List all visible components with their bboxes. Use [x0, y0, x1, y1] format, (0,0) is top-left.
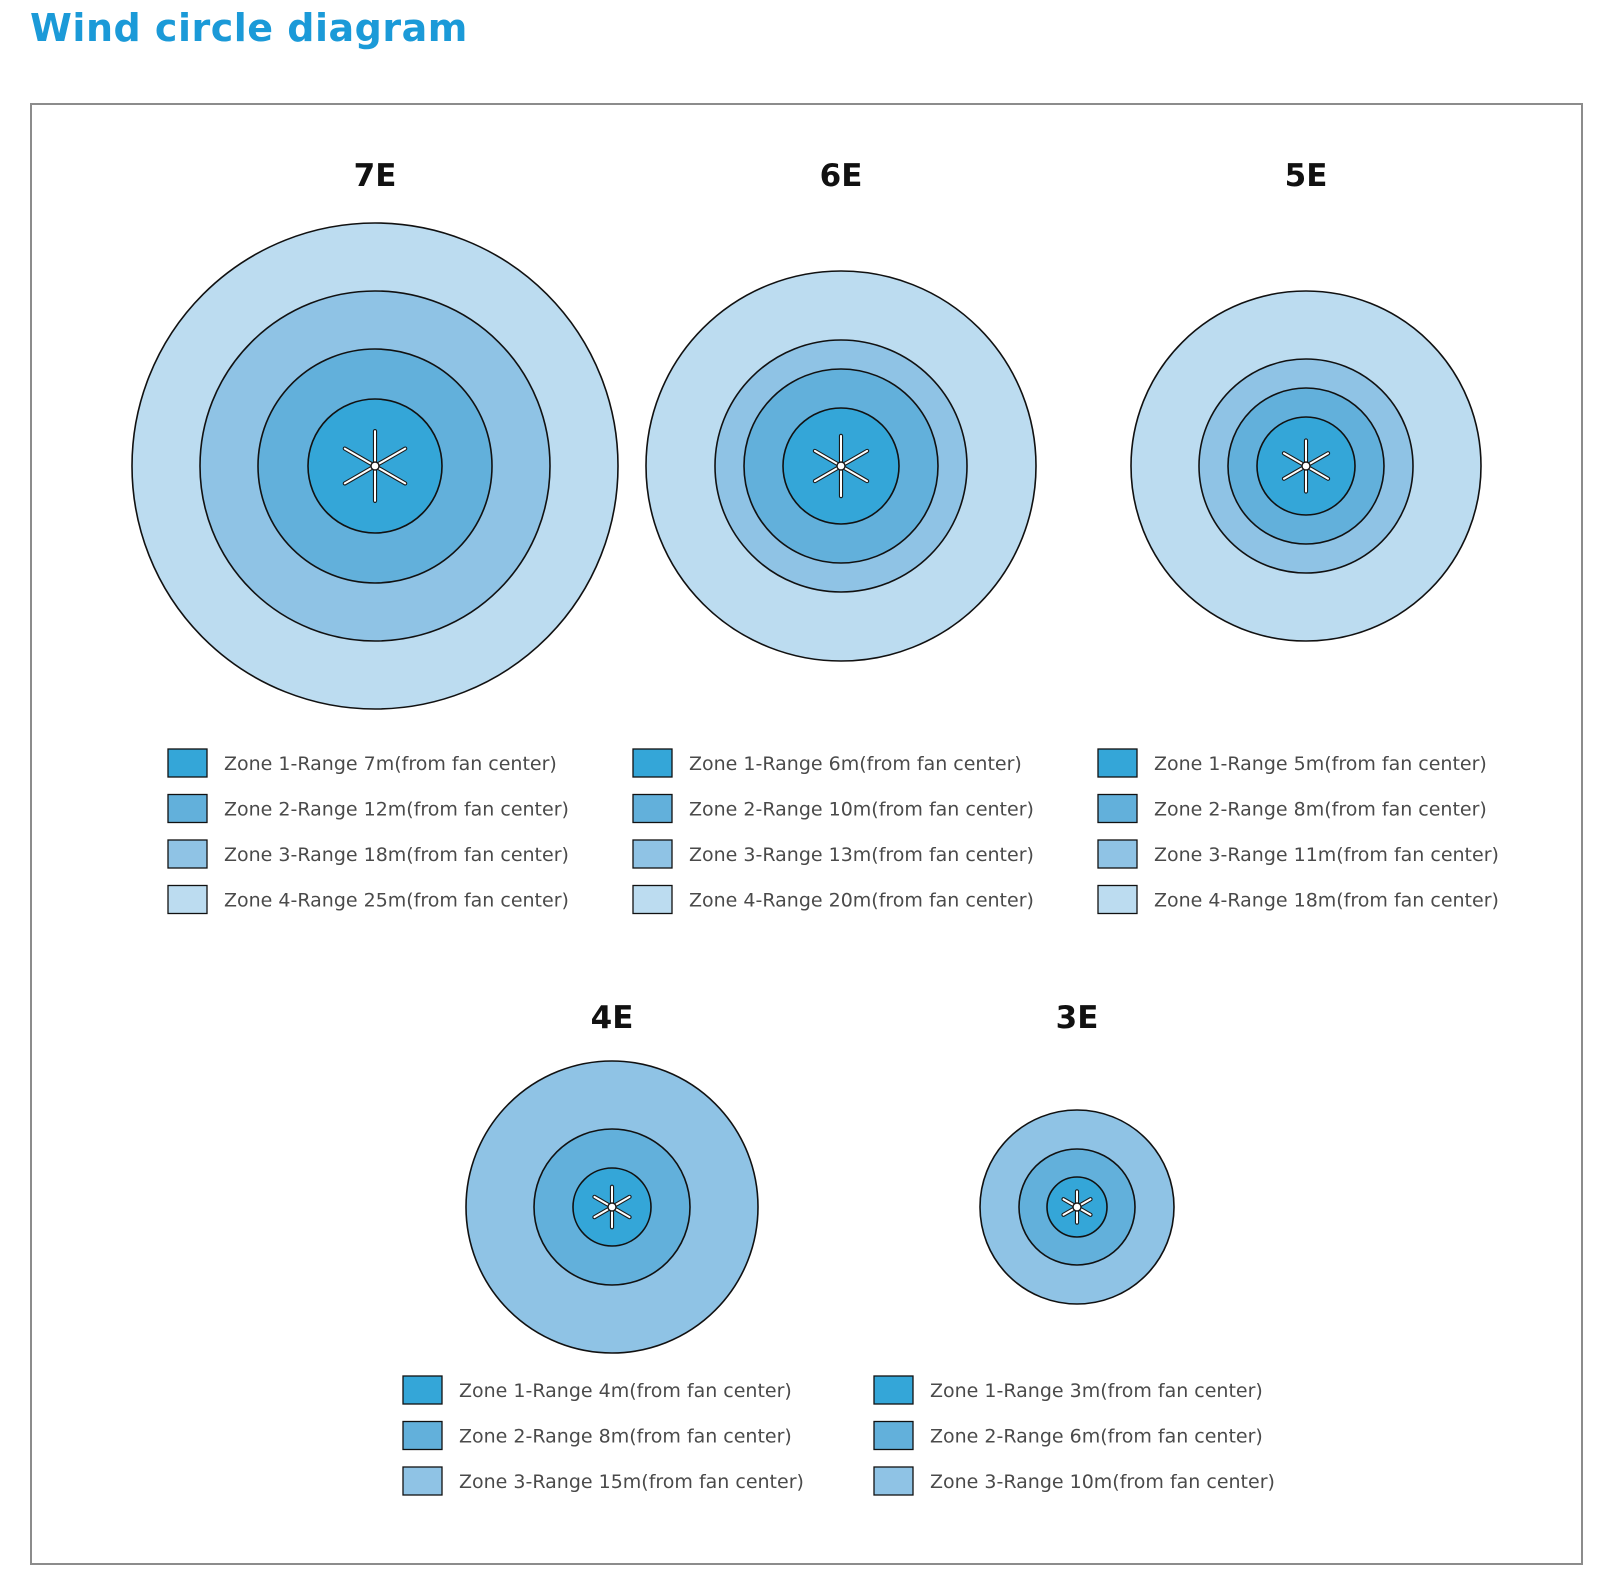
legend-label: Zone 4-Range 25m(from fan center) — [224, 890, 569, 912]
legend-swatch — [1097, 839, 1138, 869]
legend-swatch — [167, 839, 208, 869]
fan-icon — [1061, 1189, 1093, 1225]
legend-item: Zone 4-Range 20m(from fan center) — [632, 884, 1034, 915]
legend-label: Zone 2-Range 8m(from fan center) — [459, 1426, 792, 1448]
legend-item: Zone 2-Range 8m(from fan center) — [402, 1420, 792, 1451]
wind-circle-6e: 6E Zone 1-Range 6m(from fan center) Zone 2… — [632, 158, 1037, 915]
legend-5e: Zone 1-Range 5m(from fan center) Zone 2-R… — [1097, 748, 1499, 915]
fan-icon — [342, 429, 408, 503]
legend-label: Zone 4-Range 20m(from fan center) — [689, 890, 1034, 912]
fan-icon — [592, 1184, 632, 1230]
legend-swatch — [632, 884, 673, 915]
legend-item: Zone 1-Range 6m(from fan center) — [632, 748, 1022, 778]
legend-item: Zone 2-Range 10m(from fan center) — [632, 793, 1034, 824]
legend-label: Zone 3-Range 13m(from fan center) — [689, 844, 1034, 866]
legend-label: Zone 3-Range 10m(from fan center) — [930, 1471, 1275, 1493]
legend-item: Zone 3-Range 10m(from fan center) — [873, 1466, 1275, 1496]
legend-item: Zone 4-Range 18m(from fan center) — [1097, 884, 1499, 915]
model-label: 4E — [591, 1000, 634, 1036]
legend-item: Zone 3-Range 11m(from fan center) — [1097, 839, 1499, 869]
legend-label: Zone 4-Range 18m(from fan center) — [1154, 890, 1499, 912]
legend-label: Zone 3-Range 18m(from fan center) — [224, 844, 569, 866]
wind-circle-3e: 3E Zone 1-Range 3m(from fan center) Zone 2… — [873, 1000, 1275, 1496]
legend-swatch — [1097, 884, 1138, 915]
legend-swatch — [167, 884, 208, 915]
legend-item: Zone 4-Range 25m(from fan center) — [167, 884, 569, 915]
legend-label: Zone 3-Range 15m(from fan center) — [459, 1471, 804, 1493]
legend-swatch — [873, 1466, 914, 1496]
legend-6e: Zone 1-Range 6m(from fan center) Zone 2-R… — [632, 748, 1034, 915]
legend-3e: Zone 1-Range 3m(from fan center) Zone 2-R… — [873, 1375, 1275, 1496]
legend-item: Zone 3-Range 13m(from fan center) — [632, 839, 1034, 869]
fan-icon — [812, 433, 870, 499]
legend-7e: Zone 1-Range 7m(from fan center) Zone 2-R… — [167, 748, 569, 915]
legend-item: Zone 2-Range 12m(from fan center) — [167, 793, 569, 824]
legend-label: Zone 1-Range 4m(from fan center) — [459, 1380, 792, 1402]
legend-swatch — [167, 748, 208, 778]
legend-label: Zone 1-Range 3m(from fan center) — [930, 1380, 1263, 1402]
legend-label: Zone 2-Range 12m(from fan center) — [224, 799, 569, 821]
legend-label: Zone 3-Range 11m(from fan center) — [1154, 844, 1499, 866]
fan-icon — [1281, 438, 1331, 494]
legend-swatch — [1097, 748, 1138, 778]
legend-label: Zone 1-Range 7m(from fan center) — [224, 753, 557, 775]
legend-item: Zone 3-Range 18m(from fan center) — [167, 839, 569, 869]
wind-circle-5e: 5E Zone 1-Range 5m(from fan center) Zone 2… — [1097, 158, 1499, 915]
page-title: Wind circle diagram — [30, 6, 468, 50]
legend-swatch — [632, 839, 673, 869]
legend-label: Zone 1-Range 6m(from fan center) — [689, 753, 1022, 775]
legend-swatch — [1097, 793, 1138, 824]
legend-item: Zone 2-Range 8m(from fan center) — [1097, 793, 1487, 824]
legend-swatch — [873, 1375, 914, 1405]
model-label: 7E — [354, 158, 397, 194]
diagram-frame — [30, 103, 1583, 1565]
legend-label: Zone 2-Range 6m(from fan center) — [930, 1426, 1263, 1448]
legend-label: Zone 2-Range 10m(from fan center) — [689, 799, 1034, 821]
legend-item: Zone 2-Range 6m(from fan center) — [873, 1420, 1263, 1451]
legend-swatch — [402, 1420, 443, 1451]
legend-label: Zone 2-Range 8m(from fan center) — [1154, 799, 1487, 821]
legend-swatch — [632, 793, 673, 824]
legend-swatch — [873, 1420, 914, 1451]
model-label: 6E — [820, 158, 863, 194]
legend-swatch — [402, 1375, 443, 1405]
legend-item: Zone 1-Range 7m(from fan center) — [167, 748, 557, 778]
legend-swatch — [402, 1466, 443, 1496]
legend-item: Zone 1-Range 5m(from fan center) — [1097, 748, 1487, 778]
legend-swatch — [167, 793, 208, 824]
model-label: 3E — [1056, 1000, 1099, 1036]
wind-circle-7e: 7E Zone 1-Range 7m(from fan center) Zone 2… — [131, 158, 619, 915]
wind-circle-4e: 4E Zone 1-Range 4m(from fan center) Zone 2… — [402, 1000, 804, 1496]
legend-swatch — [632, 748, 673, 778]
legend-item: Zone 1-Range 4m(from fan center) — [402, 1375, 792, 1405]
legend-item: Zone 1-Range 3m(from fan center) — [873, 1375, 1263, 1405]
model-label: 5E — [1285, 158, 1328, 194]
legend-item: Zone 3-Range 15m(from fan center) — [402, 1466, 804, 1496]
legend-4e: Zone 1-Range 4m(from fan center) Zone 2-R… — [402, 1375, 804, 1496]
legend-label: Zone 1-Range 5m(from fan center) — [1154, 753, 1487, 775]
